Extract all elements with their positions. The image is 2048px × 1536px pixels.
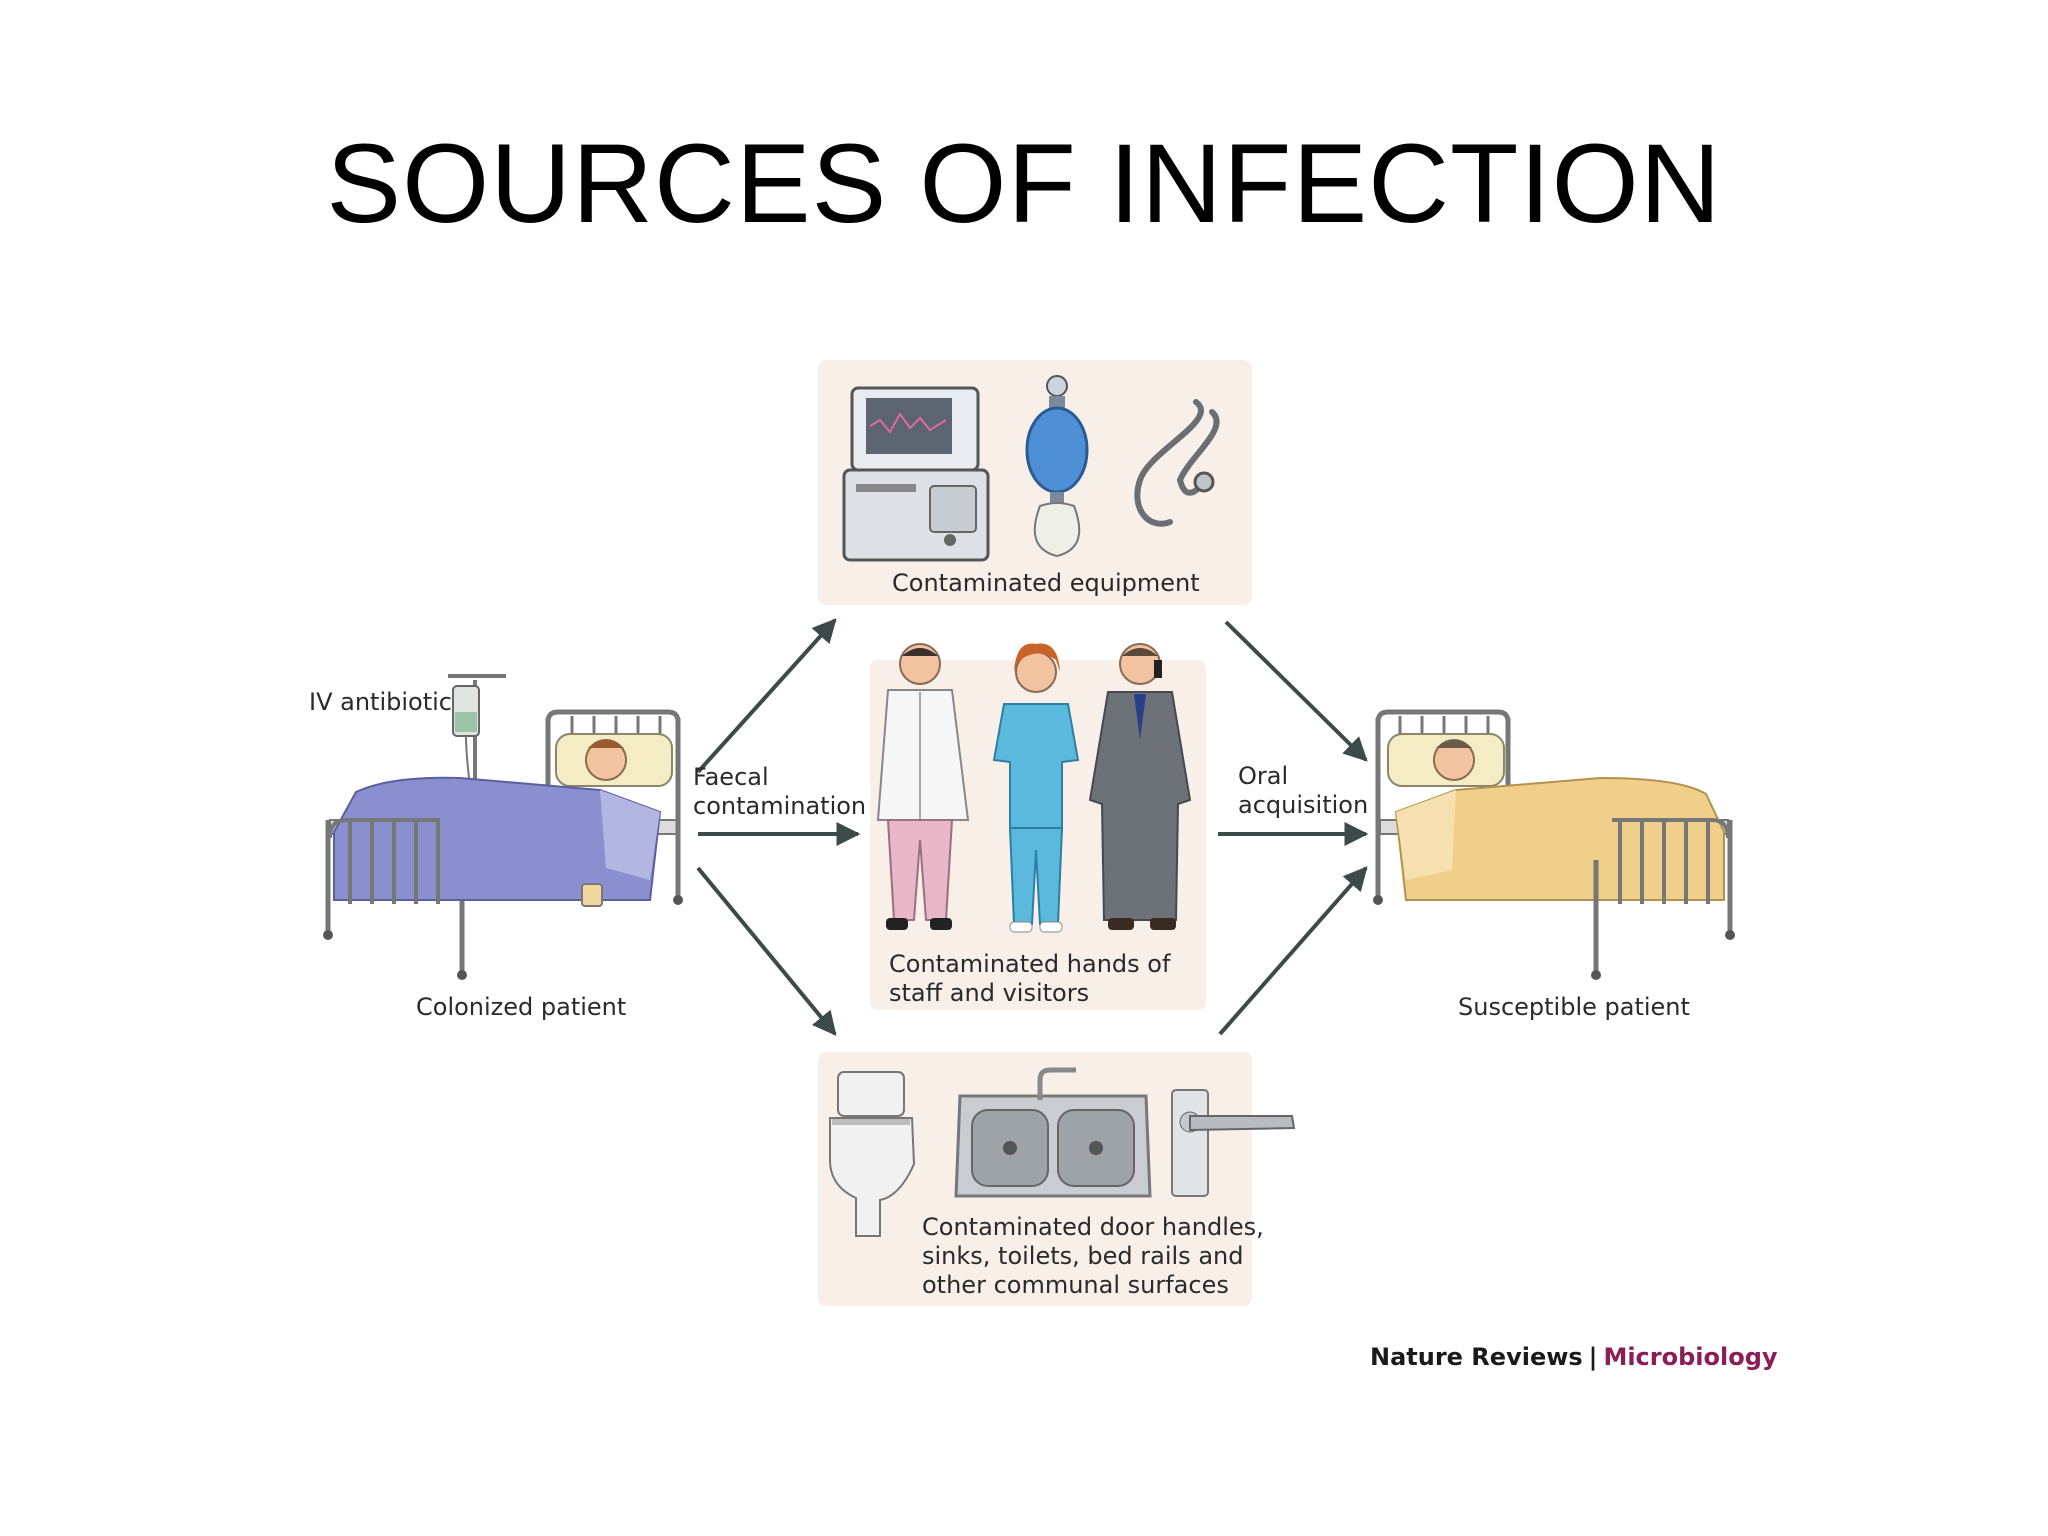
- stethoscope-icon: [1134, 399, 1220, 527]
- surfaces-line-2: sinks, toilets, bed rails and: [922, 1241, 1244, 1270]
- surfaces-line-3: other communal surfaces: [922, 1270, 1229, 1299]
- toilet-icon: [829, 1071, 916, 1237]
- hands-line-2: staff and visitors: [889, 978, 1090, 1007]
- sink-icon: [954, 1067, 1152, 1198]
- faecal-contamination-label: Faecal contamination: [693, 763, 866, 821]
- credit-separator: |: [1588, 1343, 1598, 1371]
- faecal-line-2: contamination: [693, 791, 867, 820]
- patient-monitor-icon: [842, 386, 990, 562]
- figure-credit: Nature Reviews|Microbiology: [1370, 1343, 1778, 1371]
- hands-line-1: Contaminated hands of: [889, 950, 1171, 978]
- arrow-to-surfaces: [696, 866, 837, 1036]
- colonized-patient-illustration: [323, 674, 683, 980]
- contaminated-surfaces-label: Contaminated door handles, sinks, toilet…: [922, 1213, 1264, 1299]
- transmission-arrows: [696, 618, 1369, 1036]
- contaminated-hands-label: Contaminated hands of staff and visitors: [889, 950, 1170, 1008]
- iv-antibiotic-label: IV antibiotic: [309, 688, 452, 716]
- oral-line-1: Oral: [1238, 762, 1289, 790]
- ambu-bag-icon: [1025, 375, 1089, 558]
- faecal-line-1: Faecal: [693, 763, 769, 791]
- contaminated-equipment-label: Contaminated equipment: [892, 569, 1200, 597]
- credit-publisher: Nature Reviews: [1370, 1343, 1583, 1371]
- visitor-figure: [1088, 643, 1192, 930]
- door-handle-icon: [1171, 1089, 1296, 1197]
- oral-acquisition-label: Oral acquisition: [1238, 762, 1368, 820]
- credit-journal: Microbiology: [1603, 1343, 1778, 1371]
- arrow-from-equipment: [1224, 620, 1368, 762]
- doctor-figure: [876, 643, 970, 930]
- surfaces-line-1: Contaminated door handles,: [922, 1213, 1264, 1241]
- arrow-from-surfaces: [1218, 866, 1368, 1036]
- susceptible-patient-label: Susceptible patient: [1458, 993, 1690, 1021]
- oral-line-2: acquisition: [1238, 790, 1369, 819]
- colonized-patient-label: Colonized patient: [416, 993, 627, 1021]
- susceptible-patient-illustration: [1373, 709, 1735, 980]
- nurse-figure: [992, 643, 1080, 933]
- arrow-to-equipment: [696, 618, 837, 774]
- slide-title: SOURCES OF INFECTION: [326, 121, 1722, 246]
